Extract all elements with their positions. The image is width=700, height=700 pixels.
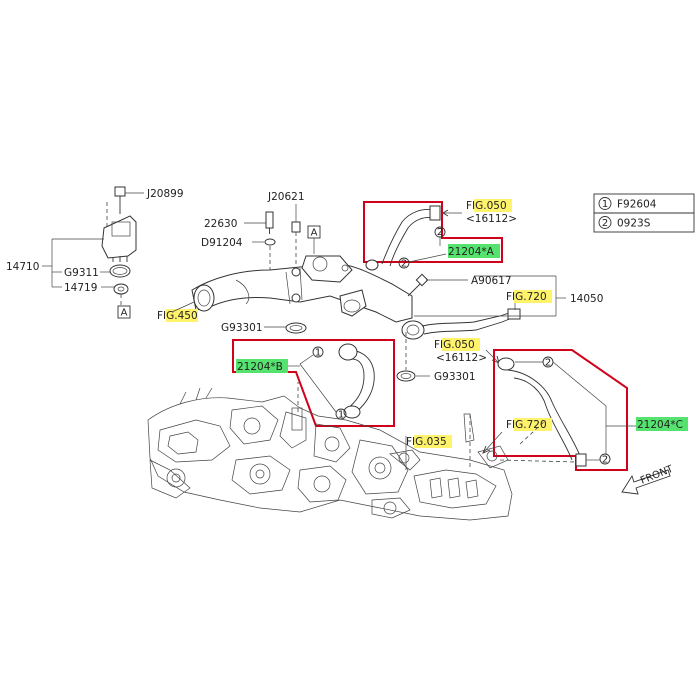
- label-fig035: FIG.035: [406, 436, 447, 448]
- highlight-hose-a: [448, 244, 500, 258]
- marker-1-b-top: 1: [315, 348, 321, 359]
- label-a90617: A90617: [471, 275, 512, 287]
- label-fig450-text: FIG.450: [157, 310, 198, 322]
- label-g93301-mid: G93301: [434, 371, 476, 383]
- label-hose-b: 21204*B: [237, 361, 283, 373]
- hose-c-callout: 2 2 21204*C: [493, 349, 688, 471]
- marker-2-a-top: 2: [437, 227, 443, 238]
- label-16112-mid: <16112>: [436, 352, 487, 364]
- callout-box-a: [363, 201, 503, 263]
- legend: 1 F92604 2 0923S: [593, 193, 695, 233]
- gasket-g93301-mid: G93301: [396, 332, 476, 383]
- solenoid-valve-group: J20899 A 14710 G9311 14719: [6, 186, 184, 319]
- gasket-g93301-top: G93301: [221, 322, 307, 334]
- label-front: FRONT: [639, 463, 676, 486]
- label-14050: 14050: [570, 293, 603, 305]
- sensor-group: J20621 22630 D91204 A: [201, 191, 321, 272]
- legend-code-2: 0923S: [617, 218, 651, 230]
- label-fig720-bottom: FIG.720: [506, 419, 547, 431]
- label-22630: 22630: [204, 218, 237, 230]
- label-hose-a: 21204*A: [448, 246, 495, 258]
- legend-marker-1: 1: [602, 199, 608, 210]
- label-fig050-mid: FIG.050: [434, 339, 475, 351]
- legend-code-1: F92604: [617, 199, 657, 211]
- marker-2-a-bottom: 2: [401, 259, 407, 270]
- water-pipe: [191, 255, 521, 340]
- highlight-fig450: [166, 309, 198, 322]
- legend-marker-2: 2: [602, 218, 608, 229]
- label-14710: 14710: [6, 261, 39, 273]
- label-j20899: J20899: [146, 188, 184, 200]
- label-fig720-top: FIG.720: [506, 291, 547, 303]
- label-hose-c: 21204*C: [637, 419, 683, 431]
- ref-a-upper: A: [311, 228, 318, 239]
- marker-2-c-bottom: 2: [602, 455, 608, 466]
- label-14719: 14719: [64, 282, 97, 294]
- ref-a-lower: A: [121, 308, 128, 319]
- highlight-fig720-top: [514, 290, 552, 303]
- label-16112-top: <16112>: [466, 213, 517, 225]
- bolt-a90617: A90617: [407, 273, 512, 297]
- highlight-hose-b: [236, 359, 288, 373]
- label-j20621: J20621: [267, 191, 305, 203]
- label-d91204: D91204: [201, 237, 243, 249]
- label-fig050-top: FIG.050: [466, 200, 507, 212]
- label-g9311: G9311: [64, 267, 99, 279]
- hose-a-callout: 2 2 21204*A FIG.050 <16112>: [363, 199, 517, 271]
- marker-2-c-top: 2: [545, 358, 551, 369]
- callout-box-c: [493, 349, 628, 471]
- marker-1-b-bottom: 1: [338, 410, 344, 421]
- hose-b-callout: 1 1 21204*B: [232, 339, 395, 427]
- highlight-hose-c: [636, 417, 688, 431]
- front-direction-arrow: FRONT: [621, 463, 676, 495]
- label-g93301-top: G93301: [221, 322, 263, 334]
- engine-block: [147, 382, 513, 521]
